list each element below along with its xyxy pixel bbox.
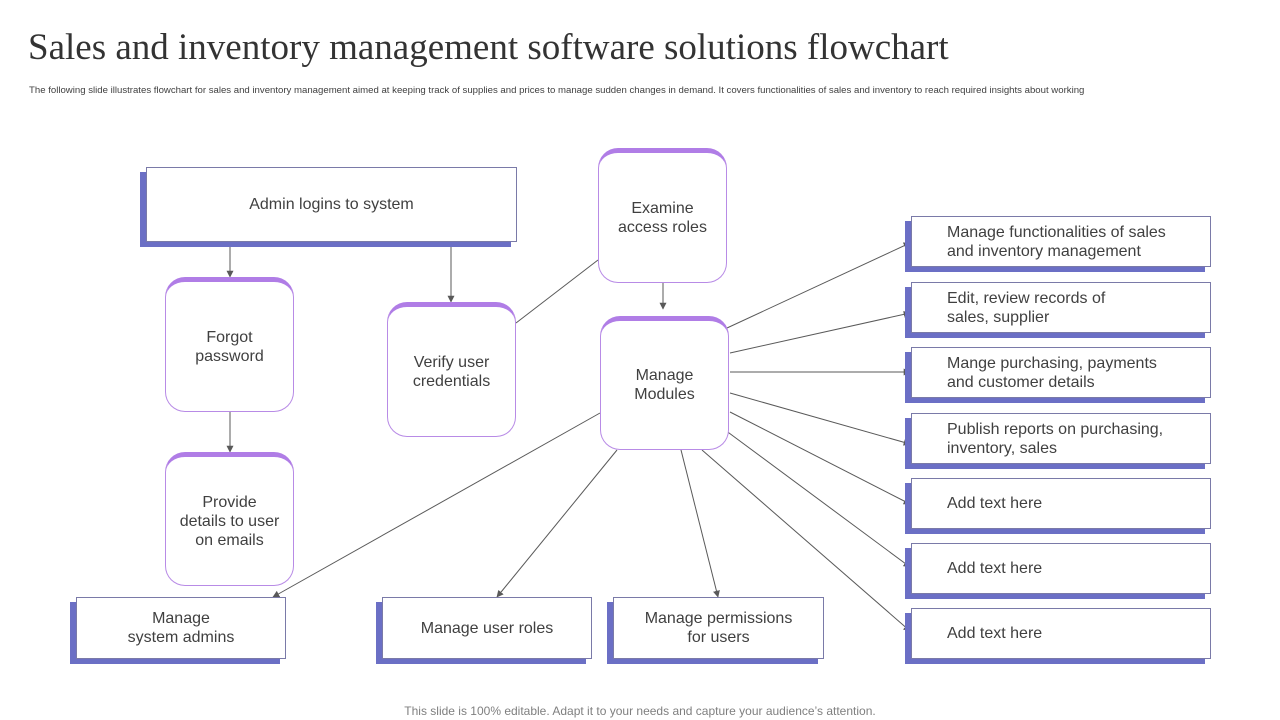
system-admins-label: Manage system admins bbox=[127, 610, 235, 646]
output-label-2: Edit, review records of sales, supplier bbox=[947, 289, 1106, 326]
output-label-5: Add text here bbox=[947, 495, 1043, 512]
output-label-4: Publish reports on purchasing, inventory… bbox=[947, 420, 1164, 457]
arrow-modules-to-output-4 bbox=[729, 392, 911, 446]
output-label-3: Mange purchasing, payments and customer … bbox=[947, 354, 1157, 391]
footer-note: This slide is 100% editable. Adapt it to… bbox=[404, 704, 876, 718]
page-subtitle: The following slide illustrates flowchar… bbox=[29, 85, 1085, 96]
permissions-box: Manage permissions for users bbox=[613, 597, 824, 659]
forgot-password-label: Forgot password bbox=[195, 328, 264, 365]
manage-modules-box: Manage Modules bbox=[600, 316, 729, 450]
admin-login-label: Admin logins to system bbox=[249, 196, 414, 213]
page-title: Sales and inventory management software … bbox=[28, 27, 949, 68]
output-box-3: Mange purchasing, payments and customer … bbox=[911, 347, 1211, 398]
provide-details-label: Provide details to user on emails bbox=[179, 493, 280, 549]
output-box-6: Add text here bbox=[911, 543, 1211, 594]
examine-roles-box: Examine access roles bbox=[598, 148, 727, 283]
output-label-7: Add text here bbox=[947, 625, 1043, 642]
manage-modules-label: Manage Modules bbox=[634, 367, 695, 403]
permissions-label: Manage permissions for users bbox=[644, 610, 793, 646]
system-admins-box: Manage system admins bbox=[76, 597, 286, 659]
output-box-5: Add text here bbox=[911, 478, 1211, 529]
output-box-1: Manage functionalities of sales and inve… bbox=[911, 216, 1211, 267]
arrow-modules-to-permissions bbox=[680, 449, 720, 598]
user-roles-label: Manage user roles bbox=[420, 619, 554, 637]
admin-login-box: Admin logins to system bbox=[146, 167, 517, 242]
verify-credentials-label: Verify user credentials bbox=[412, 353, 491, 390]
arrow-modules-to-output-2 bbox=[729, 310, 911, 354]
examine-roles-label: Examine access roles bbox=[618, 199, 707, 236]
arrow-modules-to-output-7 bbox=[701, 449, 911, 632]
output-label-1: Manage functionalities of sales and inve… bbox=[947, 223, 1166, 260]
output-box-7: Add text here bbox=[911, 608, 1211, 659]
arrow-modules-to-system-admins bbox=[272, 412, 601, 598]
arrow-modules-to-output-6 bbox=[724, 429, 911, 568]
output-box-4: Publish reports on purchasing, inventory… bbox=[911, 413, 1211, 464]
provide-details-box: Provide details to user on emails bbox=[165, 452, 294, 586]
output-box-2: Edit, review records of sales, supplier bbox=[911, 282, 1211, 333]
arrow-modules-to-output-1 bbox=[726, 242, 911, 329]
line-verify-to-examine bbox=[515, 259, 599, 324]
forgot-password-box: Forgot password bbox=[165, 277, 294, 412]
output-label-6: Add text here bbox=[947, 560, 1043, 577]
arrow-modules-to-output-5 bbox=[729, 411, 911, 505]
verify-credentials-box: Verify user credentials bbox=[387, 302, 516, 437]
arrow-modules-to-user-roles bbox=[496, 449, 618, 598]
user-roles-box: Manage user roles bbox=[382, 597, 592, 659]
